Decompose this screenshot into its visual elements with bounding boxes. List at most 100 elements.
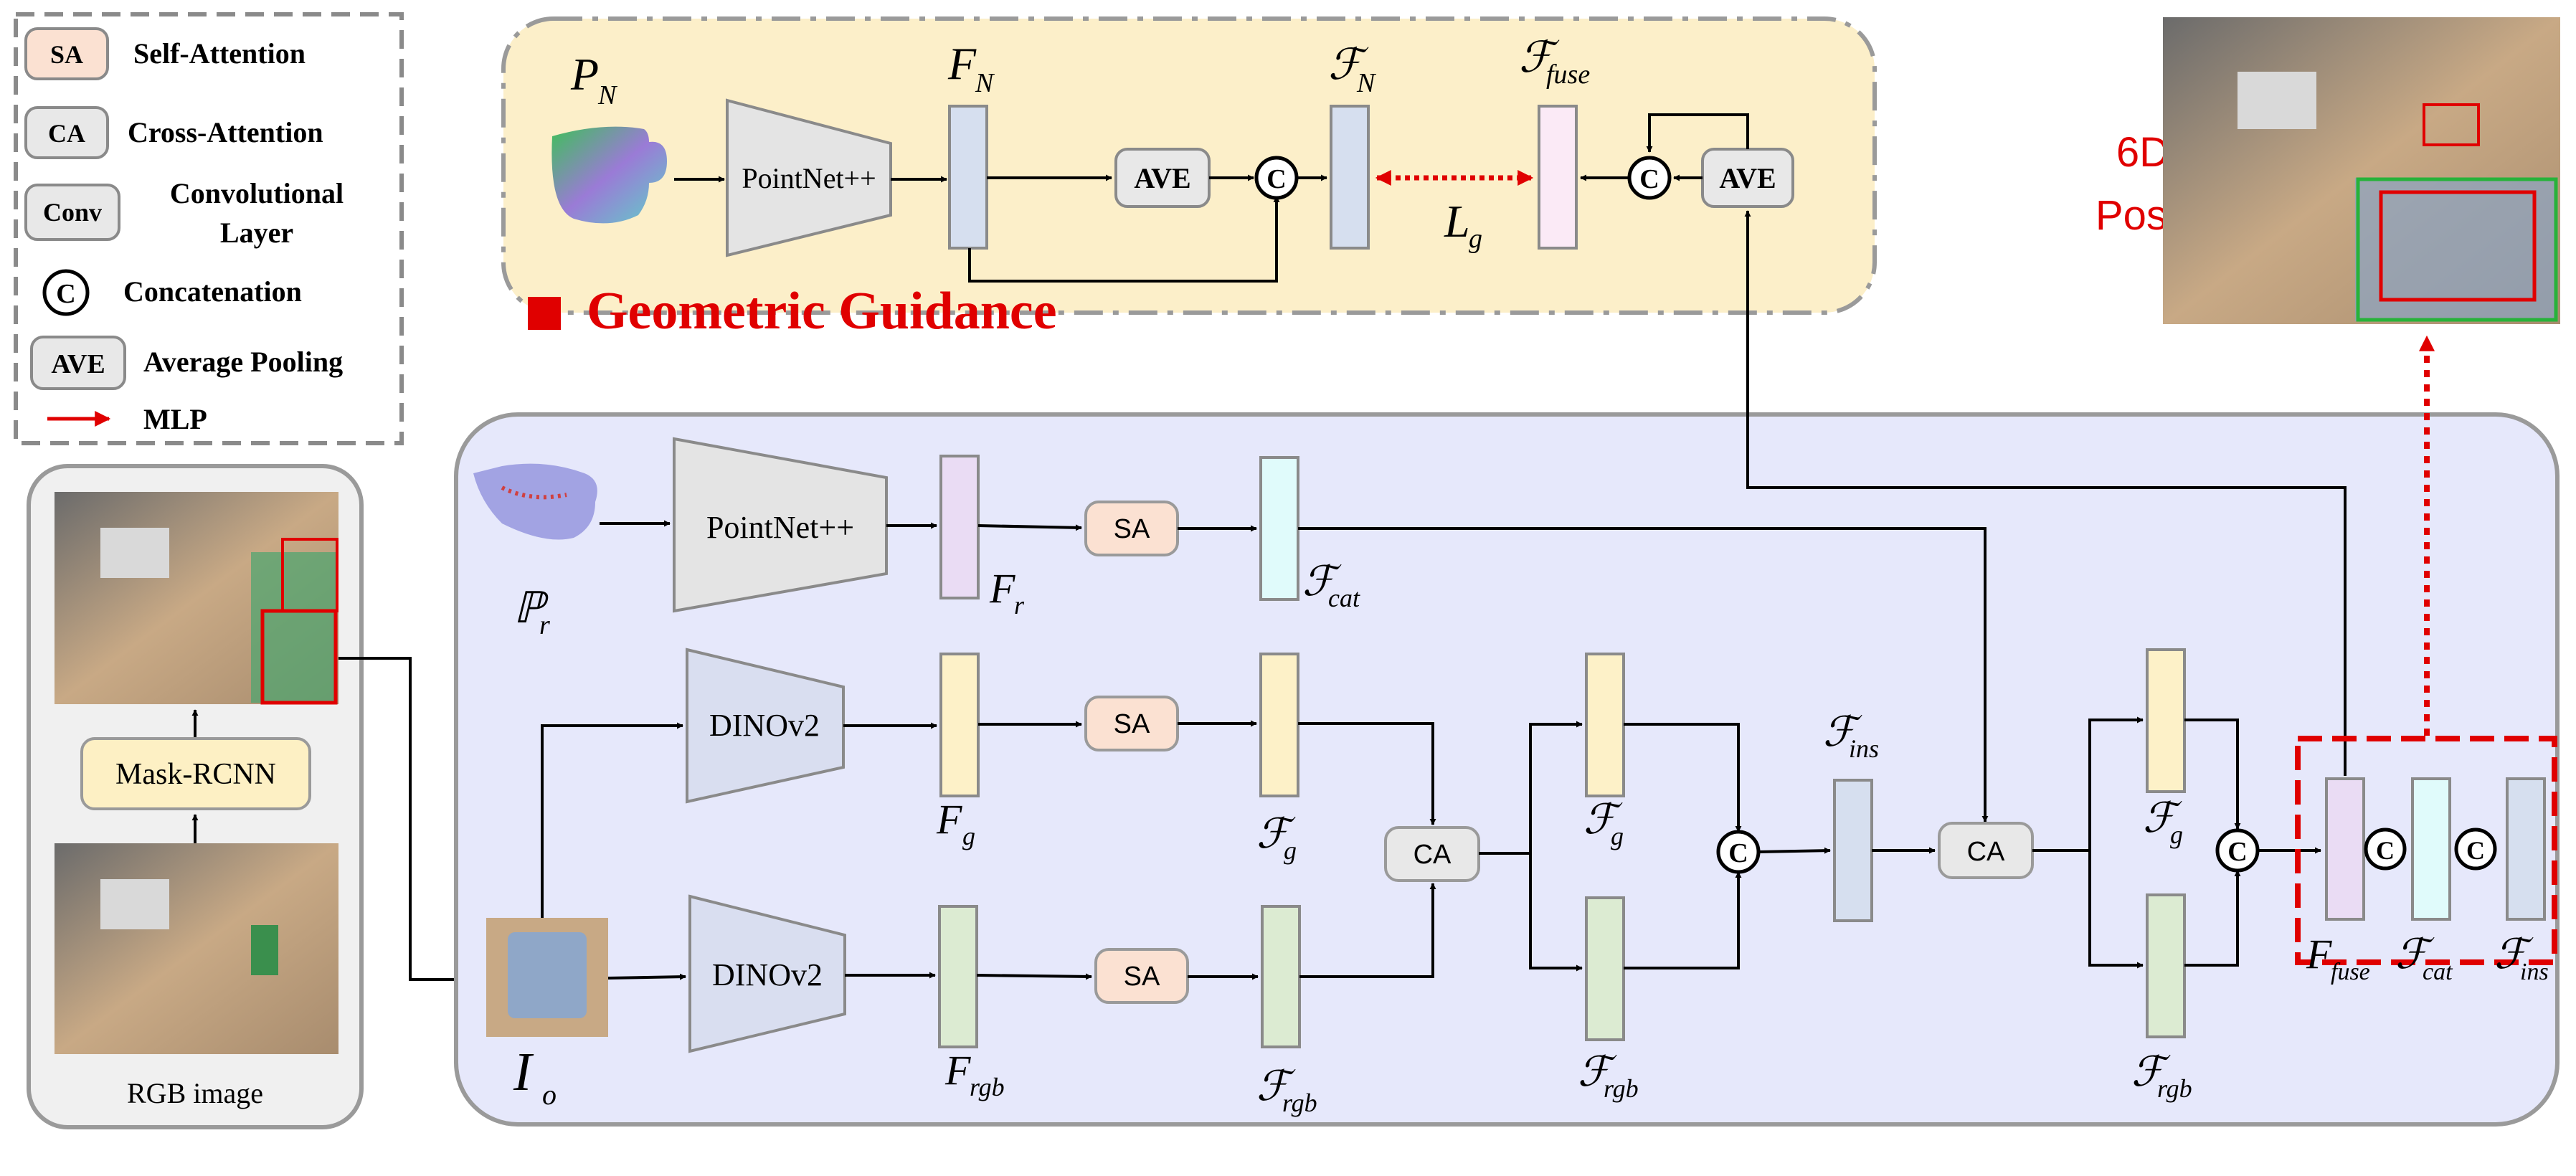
final-concat-1-label: C: [2376, 836, 2395, 865]
geo-pointnet-block: [726, 98, 892, 257]
legend-concat: C Concatenation: [42, 269, 302, 316]
io-label: I: [513, 1042, 534, 1102]
final-feature-box: [2295, 736, 2557, 965]
legend-ca: CA Cross-Attention: [24, 106, 323, 159]
legend-mlp-label: MLP: [143, 403, 207, 435]
dino-bottom-label: DINOv2: [712, 957, 823, 992]
fg3-sub: g: [2170, 820, 2183, 849]
fgcal-feature: [1259, 653, 1299, 797]
fr-feature: [939, 455, 980, 599]
frgb-label: F: [944, 1047, 971, 1094]
frgb3-feature: [2146, 893, 2186, 1038]
rgb-image-caption: RGB image: [127, 1077, 263, 1109]
final-ffuse-label: F: [2306, 931, 2332, 977]
ca-label-1: CA: [1414, 840, 1452, 870]
sa-label-3: SA: [1124, 962, 1160, 992]
main-concat-1-label: C: [1728, 838, 1748, 868]
fg-label: F: [936, 796, 962, 843]
fg-feature: [939, 653, 980, 797]
legend: SA Self-Attention CA Cross-Attention Con…: [14, 12, 404, 445]
loss-label: L: [1444, 196, 1470, 247]
normal-map-mug-image: [551, 126, 667, 224]
geo-ffuse-feature: [1538, 105, 1578, 250]
geo-concat-2-label: C: [1639, 164, 1659, 194]
fcal-n-sub: N: [1356, 68, 1377, 98]
legend-conv-tag: Conv: [43, 198, 102, 227]
legend-sa-tag: SA: [50, 40, 83, 69]
geo-fn-feature: [948, 105, 988, 250]
rgb-input-panel: Mask-RCNN RGB image: [27, 464, 488, 1129]
geo-title-square-icon: [528, 297, 561, 330]
cropped-object-image: [486, 918, 608, 1037]
main-pointnet-block: [673, 437, 888, 613]
pn-sub: N: [597, 80, 618, 110]
pn-label: P: [570, 49, 599, 100]
fins-feature: [1833, 779, 1873, 922]
frgbcal-feature: [1261, 905, 1301, 1048]
legend-ave-tag: AVE: [51, 349, 105, 379]
geo-ave-2-label: AVE: [1719, 162, 1776, 194]
dino-bottom-block: [688, 894, 846, 1053]
fr-sub: r: [1014, 591, 1025, 620]
legend-sa-label: Self-Attention: [133, 37, 306, 70]
dino-top-block: [686, 648, 845, 804]
fr-label: F: [989, 565, 1015, 612]
main-pointnet-label: PointNet++: [706, 510, 854, 545]
ffuse-sub: fuse: [1546, 60, 1590, 90]
final-concat-1-icon: [2364, 828, 2407, 871]
fgcal-sub: g: [1284, 836, 1297, 865]
frgbcal-sub: rgb: [1282, 1089, 1317, 1117]
final-fins-feature: [2506, 777, 2546, 921]
legend-ave: AVE Average Pooling: [30, 336, 343, 390]
frgb-sub: rgb: [970, 1073, 1005, 1101]
final-fins-sub: ins: [2520, 959, 2549, 985]
mask-rcnn-block: [80, 737, 311, 810]
pr-sub: r: [539, 610, 550, 640]
frgb-feature: [938, 905, 978, 1048]
legend-concat-tag: C: [56, 279, 75, 309]
fn-sub: N: [975, 68, 995, 98]
ca-label-2: CA: [1967, 837, 2005, 867]
point-cloud-image: [473, 463, 597, 540]
final-ffuse-sub: fuse: [2331, 959, 2370, 985]
geo-fcal-n-feature: [1330, 105, 1370, 250]
pr-label: ℙ: [513, 584, 549, 632]
pose-label-line1: 6D: [2116, 129, 2169, 176]
final-ffuse-feature: [2325, 777, 2365, 921]
legend-ave-label: Average Pooling: [143, 346, 343, 378]
legend-ca-tag: CA: [48, 119, 85, 148]
geo-title: Geometric Guidance: [587, 282, 1057, 341]
detection-result-image: [55, 492, 338, 705]
legend-ca-label: Cross-Attention: [128, 116, 323, 148]
fg-sub: g: [962, 822, 975, 850]
legend-concat-label: Concatenation: [123, 275, 302, 308]
geo-concat-label: C: [1266, 164, 1286, 194]
geo-pointnet-label: PointNet++: [742, 162, 876, 194]
main-concat-2-label: C: [2227, 837, 2247, 867]
fcat-sub: cat: [1328, 584, 1360, 612]
final-fcat-sub: cat: [2423, 959, 2453, 985]
io-sub: o: [542, 1078, 557, 1111]
geo-ave-label: AVE: [1134, 162, 1190, 194]
main-pipeline-panel: ℙ r PointNet++ F r SA ℱ cat DINOv2 F g S…: [454, 210, 2560, 1127]
final-concat-2-icon: [2454, 828, 2497, 871]
geometric-guidance-panel: P N PointNet++ F N AVE C ℱ N L g ℱ fuse: [501, 16, 1877, 341]
sa-label-1: SA: [1114, 514, 1150, 544]
legend-mlp: MLP: [47, 403, 207, 435]
legend-conv-label: Convolutional: [170, 177, 344, 209]
pose-output: 6D Pose: [2096, 17, 2560, 736]
fg2-sub: g: [1611, 822, 1624, 850]
frgb2-feature: [1585, 896, 1625, 1041]
legend-conv-label-2: Layer: [220, 217, 293, 249]
legend-conv: Conv Convolutional Layer: [24, 177, 344, 249]
frgb2-sub: rgb: [1604, 1074, 1639, 1103]
dino-top-label: DINOv2: [709, 708, 820, 743]
frgb3-sub: rgb: [2157, 1074, 2192, 1103]
fn-label: F: [947, 38, 977, 89]
fcat-feature: [1259, 456, 1299, 601]
fins-sub: ins: [1849, 734, 1879, 763]
fg3-feature: [2146, 648, 2186, 793]
rgb-input-image: [55, 843, 338, 1054]
legend-sa: SA Self-Attention: [24, 27, 306, 80]
